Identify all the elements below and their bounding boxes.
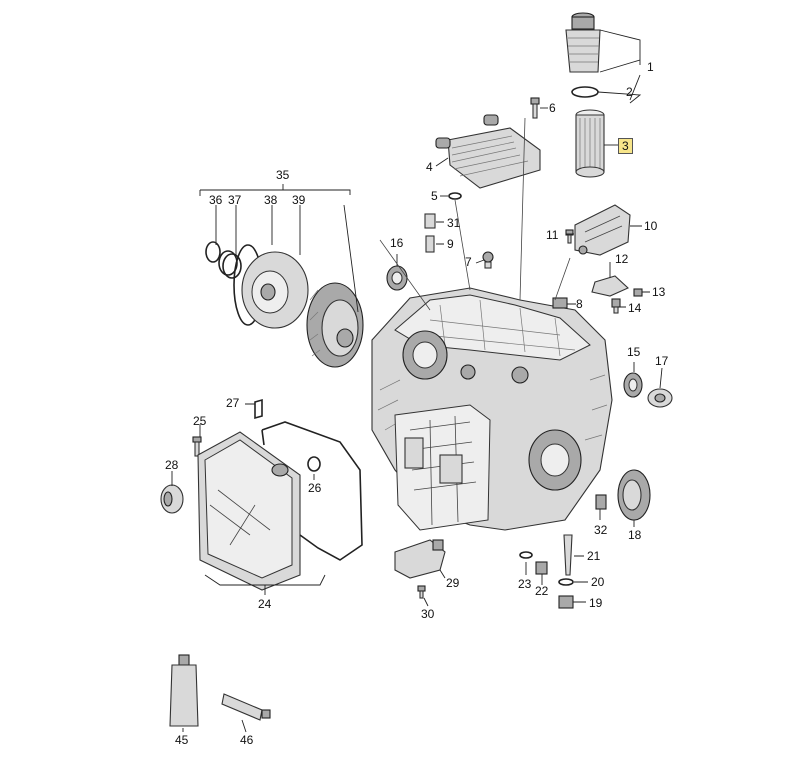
callout-17[interactable]: 17 [655,354,669,368]
bolt-11 [565,229,574,244]
callout-23[interactable]: 23 [518,577,532,591]
callout-9[interactable]: 9 [447,237,454,251]
bolt-13 [633,288,643,297]
cap-17 [647,388,673,408]
plug-8 [552,297,568,309]
callout-16[interactable]: 16 [390,236,404,250]
sleeve-31 [424,213,436,229]
seal-26 [307,456,321,472]
callout-8[interactable]: 8 [576,297,583,311]
callout-2[interactable]: 2 [626,85,633,99]
callout-5[interactable]: 5 [431,189,438,203]
callout-15[interactable]: 15 [627,345,641,359]
callout-31[interactable]: 31 [447,216,461,230]
callout-36[interactable]: 36 [209,193,223,207]
oil-filter-housing [565,12,601,73]
sensor-29 [394,539,446,579]
plug-32 [595,494,607,510]
callout-38[interactable]: 38 [264,193,278,207]
callout-14[interactable]: 14 [628,301,642,315]
fluid-bottle [169,654,199,727]
seal-16 [386,265,408,291]
callout-45[interactable]: 45 [175,733,189,747]
callout-6[interactable]: 6 [549,101,556,115]
bolt-6 [530,97,540,119]
cooler-seal [448,192,462,200]
callout-4[interactable]: 4 [426,160,433,174]
callout-26[interactable]: 26 [308,481,322,495]
pin-9 [425,235,435,253]
callout-39[interactable]: 39 [292,193,306,207]
bolt-30 [417,585,426,599]
callout-21[interactable]: 21 [587,549,601,563]
callout-22[interactable]: 22 [535,584,549,598]
gasket-27 [254,398,263,420]
callout-18[interactable]: 18 [628,528,642,542]
callout-46[interactable]: 46 [240,733,254,747]
sealant-tube [221,693,271,721]
callout-35[interactable]: 35 [276,168,290,182]
o-ring-23 [519,551,533,559]
callout-30[interactable]: 30 [421,607,435,621]
seal-20 [558,578,574,586]
callout-25[interactable]: 25 [193,414,207,428]
callout-24[interactable]: 24 [258,597,272,611]
callout-13[interactable]: 13 [652,285,666,299]
callout-1[interactable]: 1 [647,60,654,74]
cap-28 [160,484,184,514]
clutch-assembly [205,241,364,368]
oil-filter-element [575,109,605,178]
oil-pan-gasket [261,421,363,561]
callout-7[interactable]: 7 [465,255,472,269]
solenoid-bracket [574,204,631,256]
callout-28[interactable]: 28 [165,458,179,472]
bolt-25 [192,436,202,457]
leader-lines [171,29,663,733]
bracket-12 [591,275,629,297]
seal-15 [623,372,643,398]
oil-cooler [435,114,541,189]
drain-plug-19 [558,595,574,609]
callout-27[interactable]: 27 [226,396,240,410]
oil-pan [197,431,301,591]
callout-37[interactable]: 37 [228,193,242,207]
o-ring [571,86,599,98]
plug-7 [482,251,494,269]
bolt-14 [611,298,621,314]
callout-3[interactable]: 3 [618,138,633,154]
callout-11[interactable]: 11 [546,228,559,242]
callout-12[interactable]: 12 [615,252,629,266]
callout-10[interactable]: 10 [644,219,658,233]
callout-20[interactable]: 20 [591,575,605,589]
callout-32[interactable]: 32 [594,523,608,537]
drive-flange-18 [617,469,651,521]
transmission-housing [371,287,613,531]
callout-29[interactable]: 29 [446,576,460,590]
callout-19[interactable]: 19 [589,596,603,610]
dipstick-21 [563,534,573,576]
plug-22 [535,561,548,575]
